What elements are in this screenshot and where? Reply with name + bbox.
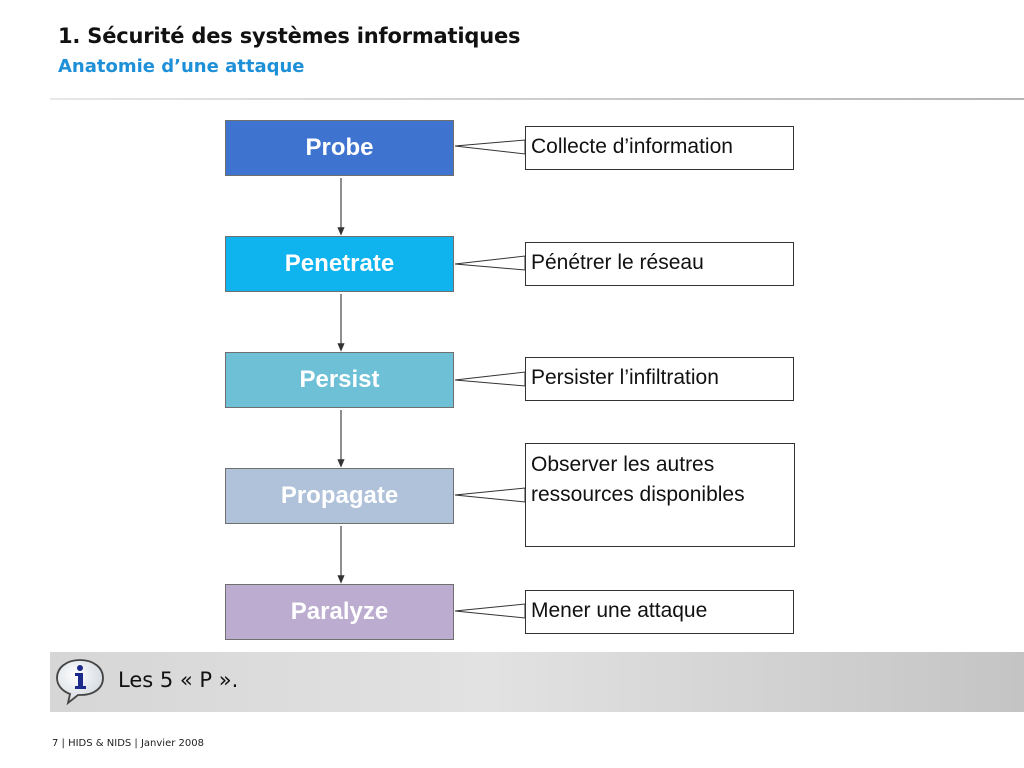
callout-penetrate xyxy=(454,255,526,271)
info-speech-bubble-icon xyxy=(56,659,104,706)
callout-paralyze xyxy=(454,603,526,619)
callout-propagate xyxy=(454,487,526,503)
description-persist: Persister l’infiltration xyxy=(525,357,794,401)
footer-text: 7 | HIDS & NIDS | Janvier 2008 xyxy=(52,738,204,749)
stage-probe: Probe xyxy=(225,120,454,176)
description-paralyze: Mener une attaque xyxy=(525,590,794,634)
description-penetrate: Pénétrer le réseau xyxy=(525,242,794,286)
slide-title: 1. Sécurité des systèmes informatiques xyxy=(58,24,521,48)
stage-penetrate: Penetrate xyxy=(225,236,454,292)
note-text: Les 5 « P ». xyxy=(118,668,239,692)
callout-probe xyxy=(454,139,526,155)
stage-propagate: Propagate xyxy=(225,468,454,524)
note-banner xyxy=(50,652,1024,712)
stage-persist: Persist xyxy=(225,352,454,408)
description-propagate: Observer les autres ressources disponibl… xyxy=(525,443,795,547)
header-divider xyxy=(50,98,1024,100)
slide-subtitle: Anatomie d’une attaque xyxy=(58,56,305,77)
callout-persist xyxy=(454,371,526,387)
description-probe: Collecte d’information xyxy=(525,126,794,170)
stage-paralyze: Paralyze xyxy=(225,584,454,640)
